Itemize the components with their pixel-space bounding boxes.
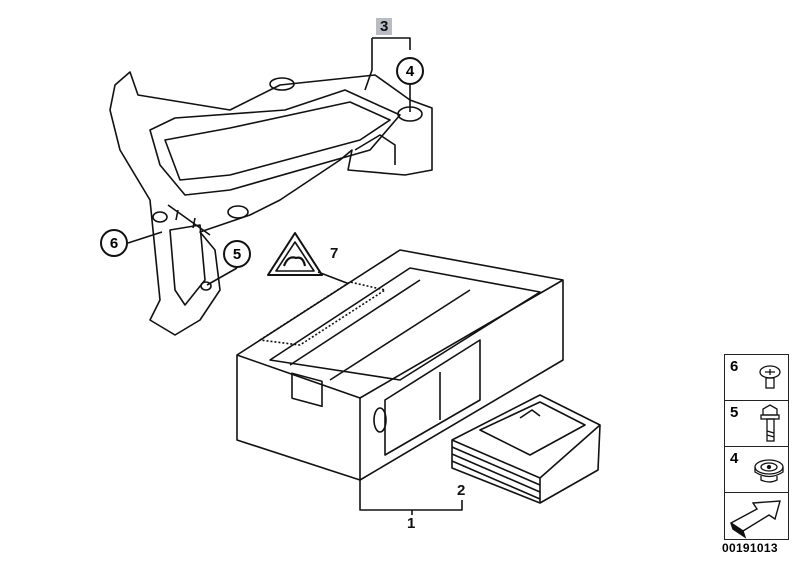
cd-magazine — [451, 394, 601, 504]
leader-6 — [127, 231, 163, 244]
callout-5[interactable]: 5 — [223, 240, 251, 268]
callout-2[interactable]: 2 — [457, 482, 466, 499]
screw-icon — [759, 365, 781, 389]
hardware-legend: 6 5 4 — [724, 354, 789, 540]
legend-number: 6 — [730, 358, 739, 375]
diagram-id: 00191013 — [722, 541, 778, 555]
grommet-icon — [754, 459, 784, 483]
legend-number: 4 — [730, 450, 739, 467]
arrow-icon — [729, 500, 781, 539]
leader-3 — [364, 37, 411, 91]
legend-item-4[interactable]: 4 — [725, 447, 788, 493]
cd-changer-unit — [236, 249, 564, 481]
legend-item-arrow[interactable] — [725, 493, 788, 539]
legend-number: 5 — [730, 404, 739, 421]
bolt-icon — [760, 404, 780, 442]
legend-item-5[interactable]: 5 — [725, 401, 788, 447]
legend-item-6[interactable]: 6 — [725, 355, 788, 401]
callout-7[interactable]: 7 — [330, 245, 339, 262]
callout-3[interactable]: 3 — [376, 18, 393, 35]
callout-1[interactable]: 1 — [407, 515, 416, 532]
callout-4[interactable]: 4 — [396, 57, 424, 85]
warning-label-icon — [267, 232, 323, 276]
callout-6[interactable]: 6 — [100, 229, 128, 257]
mounting-bracket — [109, 71, 433, 336]
leader-7 — [317, 271, 353, 286]
leader-1 — [359, 480, 463, 515]
leader-5 — [206, 267, 238, 286]
